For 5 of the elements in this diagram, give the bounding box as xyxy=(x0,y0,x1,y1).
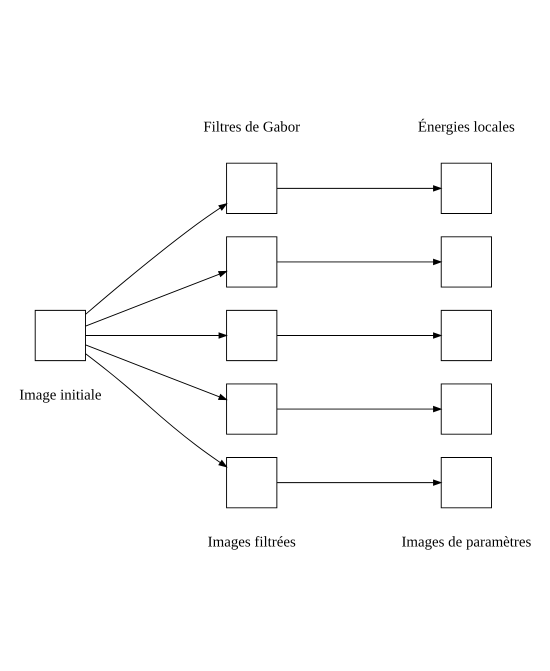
node-label: Image initiale xyxy=(19,388,102,404)
label: Images de paramètres xyxy=(401,534,532,551)
label: Images filtrées xyxy=(208,534,296,551)
label: Filtres de Gabor xyxy=(203,119,300,136)
label: Énergies locales xyxy=(418,119,515,136)
